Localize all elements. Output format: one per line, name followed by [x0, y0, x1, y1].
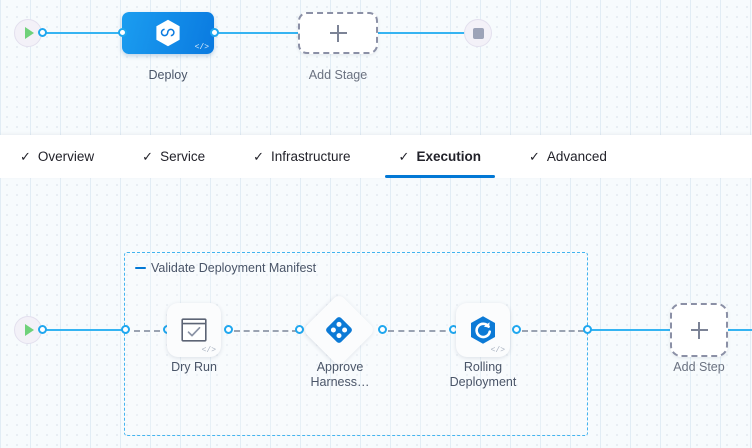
tab-overview[interactable]: ✓ Overview	[18, 135, 96, 178]
edge-group-to-addstep	[588, 329, 670, 331]
check-icon: ✓	[528, 149, 540, 164]
step-node-dry-run[interactable]: </> Dry Run	[167, 303, 221, 374]
tab-advanced[interactable]: ✓ Advanced	[527, 135, 609, 178]
edge-deploy-to-addstage	[212, 32, 302, 34]
tab-execution-label: Execution	[416, 149, 481, 164]
check-icon: ✓	[20, 149, 31, 164]
stage-config-tabs[interactable]: ✓ Overview ✓ Service ✓ Infrastructure ✓ …	[0, 135, 752, 178]
step-label-approve-harness: Approve Harness…	[310, 360, 370, 389]
port-dryrun-out[interactable]	[224, 325, 233, 334]
port-deploy-out[interactable]	[210, 28, 219, 37]
edge-rolling-to-group-out	[522, 330, 584, 332]
play-triangle-icon	[25, 324, 34, 336]
execution-canvas[interactable]: Validate Deployment Manifest	[0, 178, 752, 448]
tab-infrastructure[interactable]: ✓ Infrastructure	[251, 135, 352, 178]
harness-hexagon-icon	[156, 19, 180, 47]
check-icon: ✓	[253, 149, 264, 164]
step-code-marker: </>	[201, 346, 216, 355]
tab-overview-label: Overview	[37, 149, 95, 164]
edge-start-to-deploy	[42, 32, 130, 34]
stage-node-deploy[interactable]: </> Deploy	[122, 12, 214, 82]
tab-advanced-label: Advanced	[546, 149, 607, 164]
checklist-window-icon	[181, 318, 207, 342]
approval-diamond-icon	[326, 317, 352, 343]
pipeline-start-node[interactable]	[14, 19, 42, 47]
stage-canvas[interactable]: </> Deploy Add Stage	[0, 0, 752, 135]
add-step-node[interactable]: Add Step	[670, 303, 728, 374]
pipeline-end-node[interactable]	[464, 19, 492, 47]
port-start-out[interactable]	[38, 28, 47, 37]
step-label-dry-run: Dry Run	[171, 360, 217, 374]
step-card[interactable]: </>	[167, 303, 221, 357]
port-group-in[interactable]	[121, 325, 130, 334]
add-step-button[interactable]	[670, 303, 728, 357]
minus-icon[interactable]	[135, 267, 146, 269]
add-stage-label: Add Stage	[308, 68, 368, 82]
step-diamond-inner	[325, 316, 353, 344]
port-approve-in[interactable]	[295, 325, 304, 334]
edge-group-in-to-dryrun	[134, 330, 170, 332]
step-group-header[interactable]: Validate Deployment Manifest	[135, 261, 316, 275]
check-icon: ✓	[142, 149, 154, 164]
stop-square-icon	[472, 27, 484, 39]
add-step-label: Add Step	[673, 360, 725, 374]
add-stage-node[interactable]: Add Stage	[298, 12, 378, 82]
play-icon	[14, 19, 42, 47]
add-stage-button[interactable]	[298, 12, 378, 54]
check-icon: ✓	[398, 149, 410, 164]
edge-addstep-right	[728, 329, 752, 331]
rolling-deployment-icon	[471, 316, 495, 344]
port-rolling-out[interactable]	[512, 325, 521, 334]
plus-icon	[329, 24, 347, 42]
stage-code-marker: </>	[194, 43, 209, 52]
tab-service-label: Service	[160, 149, 206, 164]
edge-dryrun-to-approve	[234, 330, 298, 332]
step-group-title: Validate Deployment Manifest	[151, 261, 317, 275]
port-approve-out[interactable]	[378, 325, 387, 334]
port-exec-start-out[interactable]	[38, 325, 47, 334]
play-triangle-icon	[25, 27, 34, 39]
stop-icon	[464, 19, 492, 47]
edge-addstage-to-end	[378, 32, 470, 34]
step-node-approve-harness[interactable]: Approve Harness…	[302, 293, 376, 389]
tab-service[interactable]: ✓ Service	[140, 135, 207, 178]
port-group-out[interactable]	[583, 325, 592, 334]
step-diamond-card[interactable]	[302, 293, 376, 367]
edge-start-to-group	[42, 329, 126, 331]
stage-card[interactable]: </>	[122, 12, 214, 54]
step-node-rolling-deployment[interactable]: </> Rolling Deployment	[450, 303, 516, 389]
tab-infrastructure-label: Infrastructure	[271, 149, 351, 164]
tab-execution[interactable]: ✓ Execution	[384, 135, 496, 178]
port-deploy-in[interactable]	[118, 28, 127, 37]
step-card[interactable]: </>	[456, 303, 510, 357]
stage-label-deploy: Deploy	[148, 68, 188, 82]
edge-approve-to-rolling	[388, 330, 456, 332]
step-code-marker: </>	[490, 346, 505, 355]
step-label-rolling-deployment: Rolling Deployment	[449, 360, 517, 389]
plus-icon	[690, 321, 708, 339]
